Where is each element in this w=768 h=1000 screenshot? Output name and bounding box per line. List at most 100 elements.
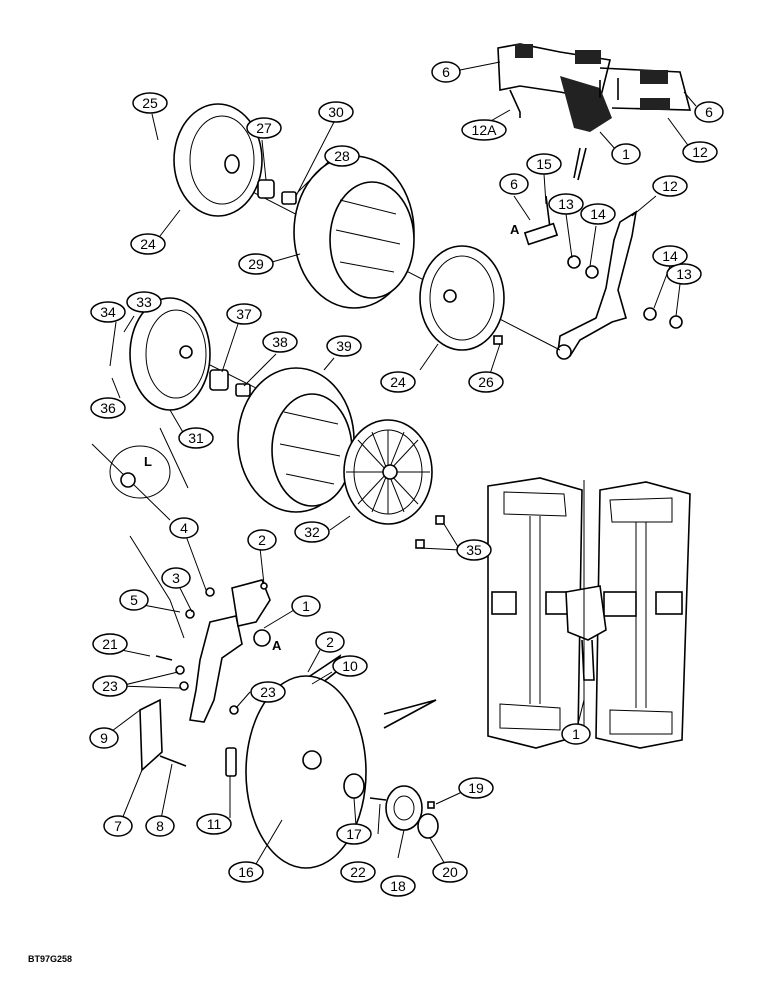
callout: 14 bbox=[580, 203, 616, 225]
scraper-bracket-assembly bbox=[129, 535, 342, 777]
svg-text:11: 11 bbox=[207, 816, 222, 832]
callout: 8 bbox=[145, 815, 175, 837]
callout: 15 bbox=[526, 153, 562, 175]
svg-text:12: 12 bbox=[692, 144, 708, 160]
svg-text:6: 6 bbox=[510, 176, 518, 192]
svg-text:19: 19 bbox=[468, 780, 484, 796]
svg-text:27: 27 bbox=[256, 120, 272, 136]
callout: 20 bbox=[432, 861, 468, 883]
svg-text:1: 1 bbox=[302, 598, 310, 614]
svg-text:13: 13 bbox=[676, 266, 692, 282]
lower-wheel-assembly bbox=[91, 297, 445, 549]
callout: 2 bbox=[247, 529, 277, 551]
callout: 5 bbox=[119, 589, 149, 611]
leader-lines bbox=[107, 61, 697, 867]
svg-text:2: 2 bbox=[258, 532, 266, 548]
lever-arm bbox=[556, 210, 638, 360]
svg-text:13: 13 bbox=[558, 196, 574, 212]
callout: 24 bbox=[130, 233, 166, 255]
svg-text:32: 32 bbox=[304, 524, 320, 540]
svg-text:12A: 12A bbox=[472, 122, 498, 138]
svg-text:15: 15 bbox=[536, 156, 552, 172]
svg-text:24: 24 bbox=[390, 374, 406, 390]
svg-text:37: 37 bbox=[236, 306, 252, 322]
svg-text:9: 9 bbox=[100, 730, 108, 746]
svg-text:21: 21 bbox=[102, 636, 118, 652]
svg-text:1: 1 bbox=[622, 146, 630, 162]
svg-text:6: 6 bbox=[705, 104, 713, 120]
view-letters: A A L bbox=[144, 222, 520, 653]
svg-text:1: 1 bbox=[572, 726, 580, 742]
svg-text:16: 16 bbox=[238, 864, 254, 880]
callout: 32 bbox=[294, 521, 330, 543]
callout: 12A bbox=[461, 119, 507, 141]
svg-text:12: 12 bbox=[662, 178, 678, 194]
svg-text:17: 17 bbox=[346, 826, 362, 842]
svg-text:35: 35 bbox=[466, 542, 482, 558]
callout: 11 bbox=[196, 813, 232, 835]
callout: 1 bbox=[291, 595, 321, 617]
svg-text:25: 25 bbox=[142, 95, 158, 111]
view-letter-l: L bbox=[144, 454, 152, 469]
pin-assembly bbox=[523, 147, 683, 329]
callouts: 6 6 12A 1 12 15 6 13 14 12 14 13 25 27 3… bbox=[89, 61, 724, 897]
svg-text:7: 7 bbox=[114, 818, 122, 834]
callout: 37 bbox=[226, 303, 262, 325]
svg-text:39: 39 bbox=[336, 338, 352, 354]
callout: 17 bbox=[336, 823, 372, 845]
svg-text:29: 29 bbox=[248, 256, 264, 272]
figure-code: BT97G258 bbox=[28, 954, 72, 964]
callout: 18 bbox=[380, 875, 416, 897]
callout: 36 bbox=[90, 397, 126, 419]
svg-text:28: 28 bbox=[334, 148, 350, 164]
callout: 35 bbox=[456, 539, 492, 561]
callout: 7 bbox=[103, 815, 133, 837]
callout: 13 bbox=[548, 193, 584, 215]
svg-text:33: 33 bbox=[136, 294, 152, 310]
callout: 12 bbox=[652, 175, 688, 197]
svg-text:3: 3 bbox=[172, 570, 180, 586]
callout: 27 bbox=[246, 117, 282, 139]
svg-text:26: 26 bbox=[478, 374, 494, 390]
callout: 28 bbox=[324, 145, 360, 167]
svg-text:34: 34 bbox=[100, 304, 116, 320]
svg-text:22: 22 bbox=[350, 864, 366, 880]
svg-text:2: 2 bbox=[326, 634, 334, 650]
svg-text:23: 23 bbox=[102, 678, 118, 694]
callout: 2 bbox=[315, 631, 345, 653]
callout: 24 bbox=[380, 371, 416, 393]
svg-text:24: 24 bbox=[140, 236, 156, 252]
callout: 21 bbox=[92, 633, 128, 655]
callout: 6 bbox=[694, 101, 724, 123]
callout: 19 bbox=[458, 777, 494, 799]
disc-and-hub bbox=[245, 675, 439, 869]
callout: 14 bbox=[652, 245, 688, 267]
callout: 34 bbox=[90, 301, 126, 323]
callout: 16 bbox=[228, 861, 264, 883]
callout: 10 bbox=[332, 655, 368, 677]
svg-text:8: 8 bbox=[156, 818, 164, 834]
svg-text:18: 18 bbox=[390, 878, 406, 894]
svg-text:38: 38 bbox=[272, 334, 288, 350]
svg-text:36: 36 bbox=[100, 400, 116, 416]
callout: 23 bbox=[250, 681, 286, 703]
callout: 29 bbox=[238, 253, 274, 275]
view-letter-a: A bbox=[510, 222, 520, 237]
svg-text:6: 6 bbox=[442, 64, 450, 80]
svg-text:14: 14 bbox=[662, 248, 678, 264]
callout: 4 bbox=[169, 517, 199, 539]
svg-text:4: 4 bbox=[180, 520, 188, 536]
svg-text:20: 20 bbox=[442, 864, 458, 880]
callout: 9 bbox=[89, 727, 119, 749]
callout: 39 bbox=[326, 335, 362, 357]
view-letter-a: A bbox=[272, 638, 282, 653]
callout: 33 bbox=[126, 291, 162, 313]
callout: 25 bbox=[132, 92, 168, 114]
svg-text:30: 30 bbox=[328, 104, 344, 120]
callout: 26 bbox=[468, 371, 504, 393]
svg-text:10: 10 bbox=[342, 658, 358, 674]
callout: 30 bbox=[318, 101, 354, 123]
axle-bracket-section bbox=[497, 43, 692, 132]
callout: 1 bbox=[561, 723, 591, 745]
scraper-pair-view bbox=[487, 477, 691, 749]
